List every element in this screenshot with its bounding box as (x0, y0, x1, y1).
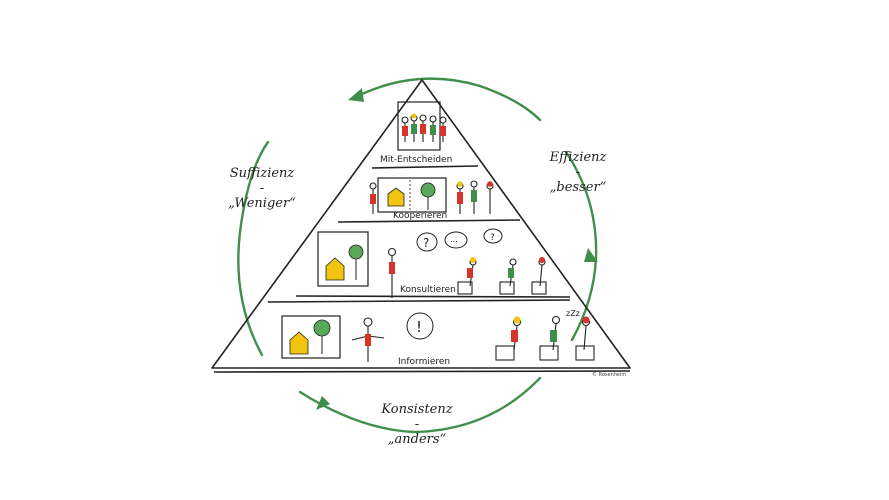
level-label-konsultieren: Konsultieren (400, 285, 456, 295)
arc-top (360, 77, 542, 122)
board-konsultieren (317, 231, 369, 287)
image-credit: © Rosenheim (592, 372, 627, 378)
bubble-question-1 (416, 232, 438, 252)
effizienz-sub: „besser“ (549, 180, 607, 195)
level-label-kooperieren: Kooperieren (393, 211, 447, 221)
question-mark-2: ? (490, 233, 495, 243)
level-2-group: Kooperieren (369, 177, 494, 221)
effizienz-title: Effizienz (549, 150, 607, 165)
label-effizienz: Effizienz - „besser“ (538, 150, 618, 195)
board-informieren (281, 315, 341, 359)
arc-left (237, 140, 270, 357)
level-label-informieren: Informieren (398, 357, 450, 367)
arc-bottom (298, 376, 542, 434)
question-mark-1: ? (423, 236, 429, 250)
arrowhead-right (584, 248, 598, 262)
base-shadow (213, 370, 631, 373)
level-4-group: ! zZz Informieren (281, 309, 595, 367)
label-konsistenz: Konsistenz - „anders“ (372, 402, 462, 447)
bubble-ellipsis (444, 231, 468, 249)
level-3-group: ? ... ? Konsultieren (317, 228, 547, 298)
level-label-mit-entscheiden: Mit-Entscheiden (380, 155, 452, 165)
divider-3 (295, 295, 571, 298)
effizienz-dash: - (575, 165, 581, 180)
snore-mark: zZz (566, 309, 580, 318)
konsistenz-dash: - (414, 417, 420, 432)
ellipsis-mark: ... (450, 235, 458, 244)
bubble-exclaim (406, 312, 434, 340)
cycle-arrowheads (316, 88, 598, 410)
exclaim-mark: ! (416, 318, 422, 336)
house-icon (387, 187, 405, 207)
board-kooperieren (377, 177, 447, 213)
divider-1 (371, 165, 479, 169)
cycle-arrows (237, 77, 598, 434)
konsistenz-title: Konsistenz (381, 402, 453, 417)
divider-3b (267, 299, 571, 303)
house-icon-2 (325, 257, 345, 281)
house-icon-3 (289, 331, 309, 355)
suffizienz-title: Suffizienz (229, 166, 295, 181)
arrowhead-top-left (348, 88, 364, 102)
suffizienz-dash: - (259, 181, 265, 196)
pyramid-outline (211, 79, 631, 369)
bubble-question-2 (483, 228, 503, 244)
label-suffizienz: Suffizienz - „Weniger“ (222, 166, 302, 211)
tree-icon (420, 182, 436, 198)
arrowhead-bottom-left (316, 396, 330, 410)
crowd-clothes (402, 113, 446, 136)
tree-icon-3 (313, 319, 331, 337)
tree-icon-2 (348, 244, 364, 260)
arc-right (564, 150, 598, 342)
pyramid (211, 79, 631, 373)
level-1-group: Mit-Entscheiden (380, 101, 452, 165)
divider-2 (337, 219, 521, 223)
speech-bubbles (416, 228, 503, 252)
suffizienz-sub: „Weniger“ (228, 196, 296, 211)
konsistenz-sub: „anders“ (387, 432, 447, 447)
